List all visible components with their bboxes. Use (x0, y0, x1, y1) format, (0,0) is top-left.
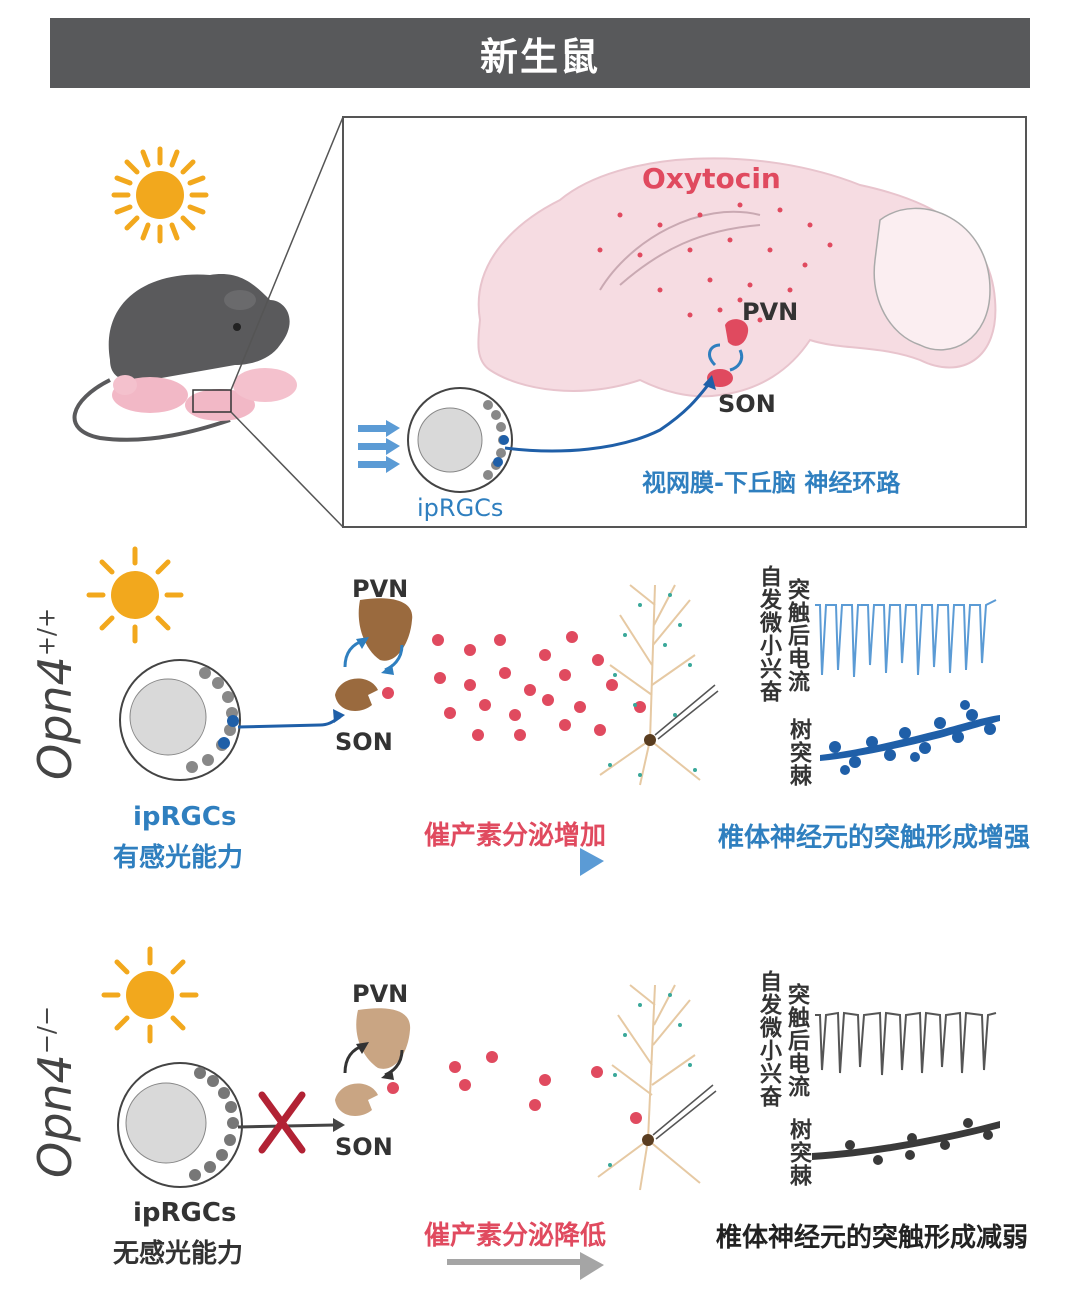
knockout-pvn-label: PVN (352, 980, 409, 1008)
pyramidal-neuron-icon (599, 584, 701, 786)
knockout-iprgc-line1: ipRGCs (133, 1198, 237, 1228)
wildtype-iprgc-line1: ipRGCs (133, 802, 237, 832)
oxytocin-label: Oxytocin (642, 162, 781, 195)
wildtype-epsc-label-1: 自发微小兴奋 (756, 565, 781, 703)
oxytocin-dots (382, 631, 646, 741)
sun-icon (86, 546, 184, 644)
knockout-outcome: 椎体神经元的突触形成减弱 (716, 1223, 1029, 1253)
brain-icon (477, 157, 997, 398)
inset-pvn-label: PVN (742, 298, 799, 326)
oxytocin-dots (387, 1051, 642, 1124)
wildtype-epsc-label-col2: 突触后电流 (780, 578, 812, 697)
wildtype-epsc-label: 自发微小兴奋 (752, 565, 784, 707)
knockout-epsc-label-2: 突触后电流 (784, 983, 809, 1098)
wildtype-arrow-head (580, 848, 604, 876)
knockout-illustration (101, 946, 1000, 1265)
light-arrows-icon (358, 420, 400, 473)
wildtype-epsc-label-2: 突触后电流 (784, 578, 809, 693)
epsc-trace-knockout (815, 1011, 997, 1076)
dendritic-spine-knockout (812, 1118, 1000, 1165)
inset-iprgc-label: ipRGCs (417, 494, 504, 522)
knockout-spine-label-wrap: 树突棘 (782, 1118, 814, 1191)
inset-son-label: SON (718, 390, 776, 418)
knockout-epsc-label-col2: 突触后电流 (780, 983, 812, 1102)
page-title: 新生鼠 (479, 34, 600, 79)
top-illustration (72, 116, 1027, 528)
wildtype-iprgc-line2: 有感光能力 (113, 843, 244, 873)
wildtype-pvn-label: PVN (352, 575, 409, 603)
wildtype-spine-label: 树突棘 (786, 718, 811, 787)
eye-icon (119, 659, 241, 781)
mouse-with-pups-icon (72, 274, 297, 442)
knockout-arrow-head (580, 1252, 604, 1280)
knockout-oxytocin-effect: 催产素分泌降低 (424, 1221, 607, 1251)
knockout-spine-label: 树突棘 (786, 1118, 811, 1187)
eye-icon (407, 387, 513, 493)
blocked-x-icon (258, 1091, 306, 1154)
pyramidal-neuron-icon (597, 984, 701, 1191)
wildtype-oxytocin-effect: 催产素分泌增加 (424, 821, 607, 851)
wildtype-spine-label-wrap: 树突棘 (782, 718, 814, 791)
sun-icon (101, 946, 199, 1044)
eye-icon (117, 1062, 243, 1188)
epsc-trace-wildtype (815, 599, 997, 678)
knockout-son-label: SON (335, 1133, 393, 1161)
title-bar: 新生鼠 (50, 18, 1030, 88)
circuit-label: 视网膜-下丘脑 神经环路 (642, 469, 901, 497)
wildtype-son-label: SON (335, 728, 393, 756)
knockout-epsc-label-1: 自发微小兴奋 (756, 970, 781, 1108)
knockout-epsc-label: 自发微小兴奋 (752, 970, 784, 1112)
wildtype-illustration (86, 546, 1000, 786)
sun-icon (111, 146, 209, 244)
knockout-iprgc-line2: 无感光能力 (113, 1239, 244, 1269)
wildtype-outcome: 椎体神经元的突触形成增强 (718, 823, 1031, 853)
dendritic-spine-wildtype (820, 700, 1000, 775)
